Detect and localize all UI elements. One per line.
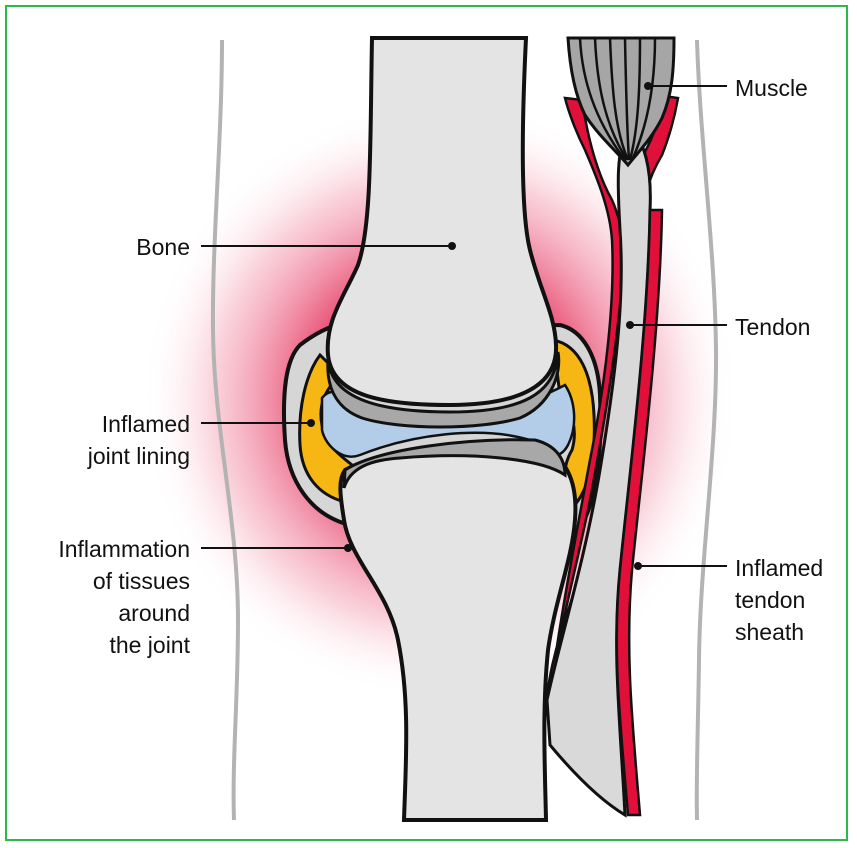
label-line: Inflamed: [88, 408, 190, 440]
sheath-dot: [634, 562, 642, 570]
label-muscle: Muscle: [735, 72, 808, 104]
label-line: Inflammation: [58, 533, 190, 565]
tissues-dot: [344, 544, 352, 552]
joint-lining-dot: [307, 419, 315, 427]
label-line: the joint: [58, 629, 190, 661]
label-line: joint lining: [88, 440, 190, 472]
label-line: of tissues: [58, 565, 190, 597]
bone-dot: [448, 242, 456, 250]
tendon-dot: [626, 321, 634, 329]
label-line: Inflamed: [735, 552, 823, 584]
label-inflamed-tendon-sheath: Inflamed tendon sheath: [735, 552, 823, 648]
muscle-dot: [644, 82, 652, 90]
label-tendon: Tendon: [735, 311, 810, 343]
label-line: tendon: [735, 584, 823, 616]
label-line: around: [58, 597, 190, 629]
label-bone: Bone: [136, 231, 190, 263]
label-inflamed-joint-lining: Inflamed joint lining: [88, 408, 190, 472]
label-inflammation-of-tissues: Inflammation of tissues around the joint: [58, 533, 190, 661]
label-line: sheath: [735, 616, 823, 648]
